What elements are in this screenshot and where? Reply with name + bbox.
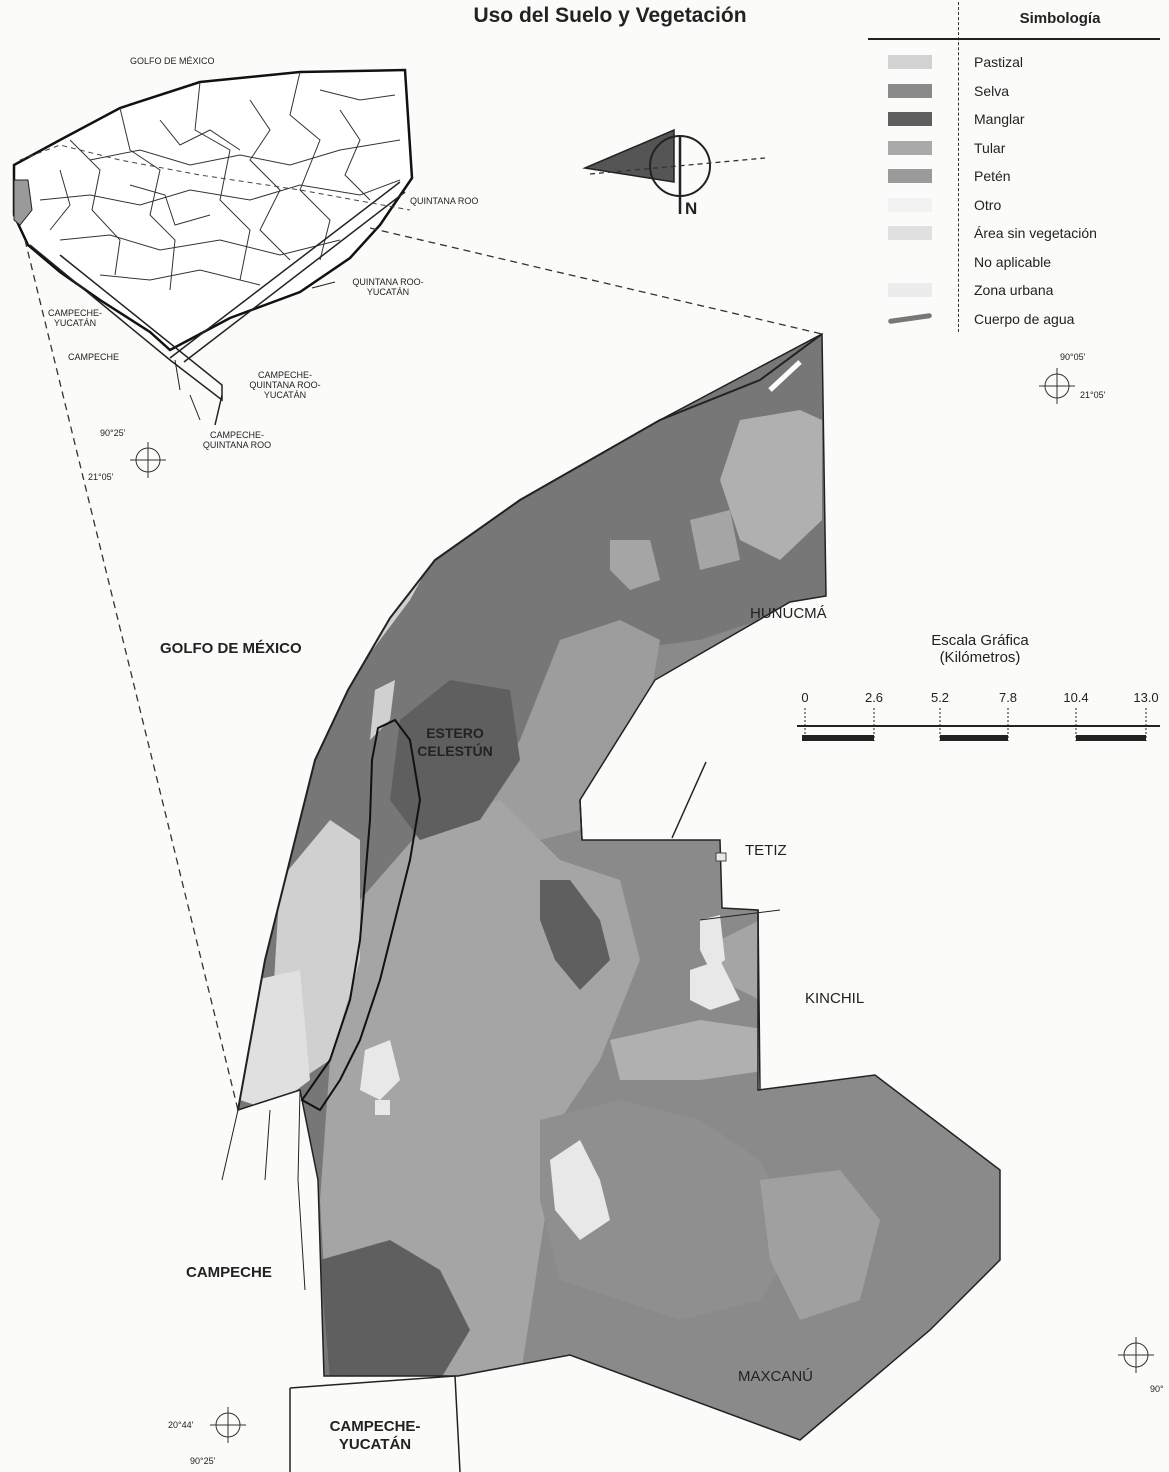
legend-swatch — [888, 55, 932, 69]
label-kinchil: KINCHIL — [805, 990, 865, 1007]
coord-sw-lon: 90°25' — [190, 1456, 216, 1466]
legend-swatch — [888, 254, 932, 269]
legend-item: Selva — [888, 80, 1009, 102]
legend-swatch — [888, 283, 932, 297]
legend-label: Otro — [974, 196, 1002, 213]
map-title: Uso del Suelo y Vegetación — [473, 4, 747, 27]
legend-label: Pastizal — [974, 54, 1024, 70]
legend-item: Zona urbana — [888, 279, 1053, 301]
municipality-map — [221, 332, 1001, 1472]
legend-label: Zona urbana — [974, 282, 1054, 298]
legend-swatch — [888, 112, 932, 126]
legend-label: Tular — [974, 139, 1006, 156]
legend-item: Pastizal — [888, 51, 1023, 73]
scale-tick-label: 5.2 — [930, 690, 950, 705]
legend-swatch — [888, 197, 932, 212]
coord-ne-lat: 21°05' — [1080, 390, 1106, 400]
legend-item: Manglar — [888, 108, 1025, 130]
label-golfo-de-mexico: GOLFO DE MÉXICO — [160, 640, 302, 657]
scale-tick-label: 7.8 — [998, 690, 1018, 705]
inset-label-quintana-roo: QUINTANA ROO — [410, 196, 479, 206]
inset-label-cqr: CAMPECHE-QUINTANA ROO — [202, 430, 272, 450]
inset-map — [12, 68, 414, 426]
coord-inset-lat: 21°05' — [88, 472, 114, 482]
label-campeche-yucatan: CAMPECHE-YUCATÁN — [329, 1418, 421, 1453]
legend-swatch — [888, 226, 932, 240]
scale-tick-label: 0 — [801, 690, 809, 705]
label-campeche: CAMPECHE — [186, 1264, 272, 1281]
scale-tick-label: 13.0 — [1133, 690, 1159, 705]
label-tetiz: TETIZ — [745, 842, 787, 859]
label-hunucma: HUNUCMÁ — [750, 605, 827, 622]
legend-swatch — [888, 83, 932, 98]
legend-label: Manglar — [974, 111, 1025, 127]
coord-ne-lon: 90°05' — [1060, 352, 1086, 362]
legend-label: No aplicable — [974, 253, 1052, 270]
north-arrow-icon — [582, 128, 766, 214]
inset-label-cqry: CAMPECHE-QUINTANA ROO-YUCATÁN — [249, 370, 321, 400]
coord-inset-lon: 90°25' — [100, 428, 126, 438]
legend-label: Área sin vegetación — [974, 225, 1097, 241]
scale-bar — [797, 708, 1160, 741]
inset-label-campeche-yucatan: CAMPECHE-YUCATÁN — [47, 308, 102, 328]
coord-se-lon: 90° — [1150, 1384, 1164, 1394]
north-label: N — [685, 199, 698, 218]
legend-item: Otro — [888, 194, 1001, 216]
legend-item: No aplicable — [888, 251, 1051, 273]
inset-label-qr-yucatan: QUINTANA ROO-YUCATÁN — [352, 277, 424, 297]
label-maxcanu: MAXCANÚ — [738, 1368, 814, 1385]
inset-label-campeche: CAMPECHE — [68, 352, 120, 362]
legend-swatch — [888, 169, 932, 183]
scale-title: Escala Gráfica(Kilómetros) — [931, 632, 1029, 666]
legend-label: Selva — [974, 82, 1010, 99]
legend-item: Tular — [888, 137, 1005, 159]
scale-tick-label: 10.4 — [1063, 690, 1089, 705]
legend-rule — [868, 38, 1160, 40]
inset-label-golfo: GOLFO DE MÉXICO — [130, 56, 215, 66]
coord-sw-lat: 20°44' — [168, 1420, 194, 1430]
crosshair-icon — [130, 368, 1154, 1443]
legend-divider — [958, 2, 959, 332]
legend-swatch — [887, 312, 933, 325]
legend-title: Simbología — [1019, 10, 1101, 27]
legend-item: Cuerpo de agua — [887, 308, 1075, 330]
legend-label: Petén — [974, 168, 1011, 184]
scale-tick-label: 2.6 — [864, 690, 884, 705]
legend-item: Petén — [888, 165, 1011, 187]
legend-item: Área sin vegetación — [888, 222, 1097, 244]
legend-label: Cuerpo de agua — [974, 310, 1075, 327]
projection-lines — [24, 227, 823, 1111]
legend-swatch — [888, 140, 932, 155]
